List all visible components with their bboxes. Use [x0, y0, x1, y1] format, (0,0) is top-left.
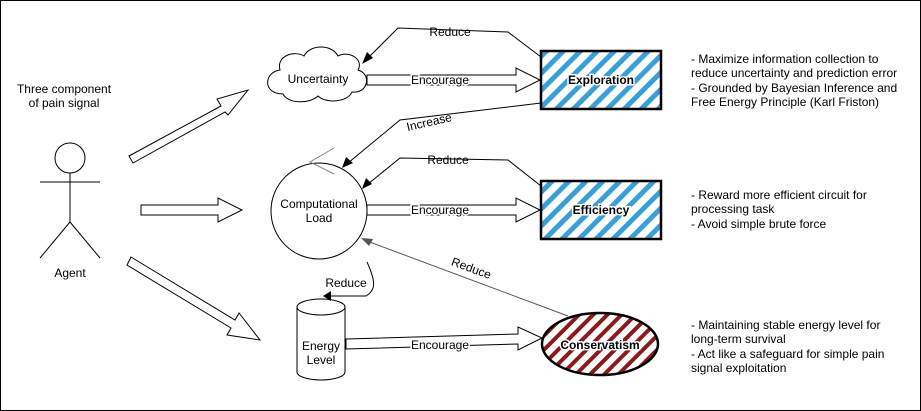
computational-load-label-line2: Load [306, 211, 333, 225]
exploration-notes: - Maximize information collection to red… [691, 52, 897, 109]
increase-arrowhead [342, 157, 353, 168]
exploration-note-line: - Grounded by Bayesian Inference and [691, 81, 897, 95]
reduce-label-conservatism-load: Reduce [450, 255, 494, 282]
reduce-arrowhead-uncertainty [362, 52, 373, 64]
encourage-arrow-load [366, 197, 542, 223]
efficiency-notes: - Reward more efficient circuit for proc… [691, 188, 867, 231]
agent-to-uncertainty-arrow [128, 89, 250, 164]
efficiency-note-line: - Reward more efficient circuit for [691, 188, 867, 202]
efficiency-note-line: processing task [691, 202, 775, 216]
uncertainty-label: Uncertainty [288, 72, 349, 86]
encourage-label-load: Encourage [411, 203, 469, 217]
energy-level-label-line1: Energy [302, 339, 340, 353]
reduce-label-load-energy: Reduce [325, 276, 367, 290]
reduce-arrowhead-load-efficiency [362, 178, 372, 189]
exploration-label: Exploration [568, 73, 634, 87]
encourage-arrow-energy [345, 326, 544, 351]
energy-level-cylinder [296, 298, 346, 381]
increase-label: Increase [405, 110, 453, 134]
conservatism-label: Conservatism [560, 338, 639, 352]
conservatism-ellipse [540, 311, 660, 377]
conservatism-notes: - Maintaining stable energy level for lo… [691, 318, 884, 375]
load-chevron-mark [308, 147, 335, 175]
encourage-label-uncertainty: Encourage [411, 73, 469, 87]
efficiency-note-line: - Avoid simple brute force [691, 217, 827, 231]
conservatism-note-line: - Maintaining stable energy level for [691, 318, 880, 332]
conservatism-note-line: signal exploitation [691, 361, 786, 375]
reduce-label-exploration-uncertainty: Reduce [429, 25, 471, 39]
exploration-note-line: - Maximize information collection to [691, 52, 879, 66]
reduce-link-load-energy [330, 261, 375, 297]
reduce-arrowhead-energy [323, 291, 331, 301]
conservatism-note-line: long-term survival [691, 332, 786, 346]
reduce-link-conservatism-load [366, 240, 569, 317]
exploration-note-line: reduce uncertainty and prediction error [691, 66, 897, 80]
uncertainty-cloud [267, 46, 367, 103]
agent-label: Agent [54, 266, 86, 280]
reduce-label-efficiency-load: Reduce [427, 153, 469, 167]
exploration-note-line: Free Energy Principle (Karl Friston) [691, 95, 879, 109]
computational-load-label-line1: Computational [280, 197, 357, 211]
efficiency-label: Efficiency [573, 203, 630, 217]
reduce-link-efficiency-load [367, 157, 542, 187]
energy-level-label-line2: Level [307, 353, 336, 367]
conservatism-note-line: - Act like a safeguard for simple pain [691, 347, 884, 361]
exploration-box [539, 49, 663, 111]
encourage-arrow-uncertainty [366, 67, 542, 93]
agent-heading-line2: of pain signal [29, 96, 100, 110]
increase-link [347, 102, 542, 164]
agent-to-energy-arrow [126, 256, 262, 341]
agent-figure [39, 142, 101, 259]
encourage-label-energy: Encourage [411, 338, 469, 352]
efficiency-box [539, 179, 663, 241]
agent-heading-line1: Three component [17, 82, 112, 96]
reduce-arrowhead-load-conservatism [361, 238, 373, 246]
agent-to-load-arrow [140, 197, 244, 223]
reduce-link-exploration-uncertainty [367, 27, 542, 59]
